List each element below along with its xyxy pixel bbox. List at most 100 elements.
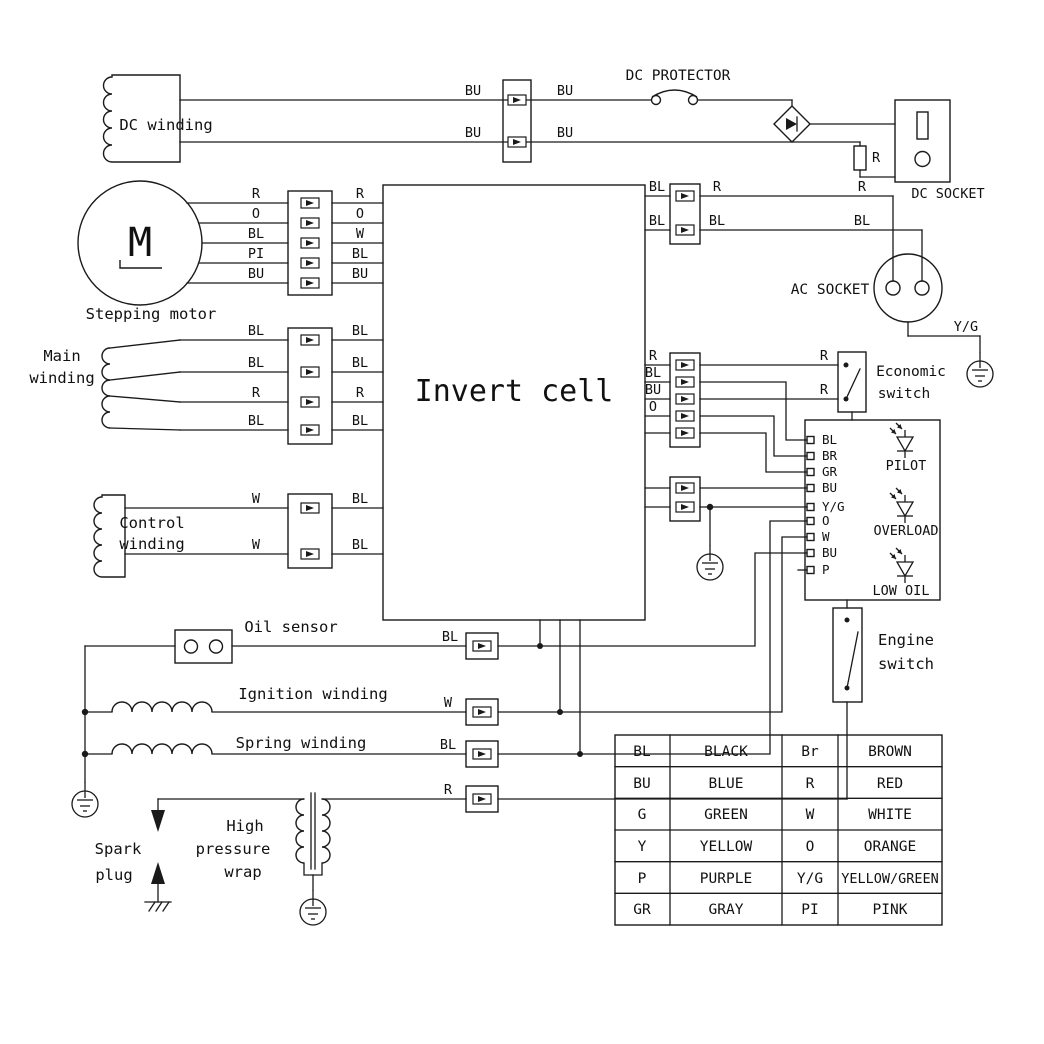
- wire-label: R: [356, 385, 365, 401]
- rectifier-diode: [773, 105, 811, 143]
- dc-protector-fuse: [650, 89, 699, 106]
- wire-label: W: [252, 491, 261, 507]
- overload-label: OVERLOAD: [873, 523, 938, 539]
- connector-ac: [669, 183, 701, 245]
- pilot-label: PILOT: [886, 458, 927, 474]
- wire-label: BL: [248, 323, 264, 339]
- connector-pin-icon: [675, 359, 695, 371]
- lowoil-label: LOW OIL: [873, 583, 930, 599]
- ground-icon: [71, 781, 99, 818]
- lowoil-led-icon: [889, 547, 914, 584]
- wire-label: W: [444, 695, 453, 711]
- legend-cell: W: [806, 807, 815, 823]
- stepping-motor-label: Stepping motor: [86, 305, 217, 323]
- economic-switch: [837, 351, 867, 421]
- connector-pin-icon: [675, 501, 695, 513]
- panel-terminal-label: W: [822, 529, 830, 544]
- connector-main: [287, 327, 333, 445]
- engine-switch: [832, 599, 863, 800]
- dc-socket: [894, 99, 951, 183]
- legend-cell: PI: [801, 902, 818, 918]
- legend-cell: BLACK: [704, 744, 748, 760]
- dc-winding-coil: [102, 74, 181, 163]
- wire-label: BU: [557, 83, 573, 99]
- panel-terminal-label: BU: [822, 545, 837, 560]
- panel-feed-wiring: [644, 364, 839, 571]
- hp-wrap-label: wrap: [224, 863, 261, 881]
- motor-symbol-label: M: [128, 220, 152, 266]
- spark-plug-label: plug: [95, 866, 132, 884]
- legend-cell: Br: [801, 744, 819, 760]
- spring-coil: [111, 743, 213, 755]
- connector-pin-icon: [675, 190, 695, 202]
- wire-label: BL: [649, 179, 665, 195]
- connector-pin-icon: [507, 136, 527, 148]
- economic-switch-label: Economic: [876, 364, 946, 380]
- hp-wrap-label: pressure: [196, 840, 271, 858]
- legend-cell: GREEN: [704, 807, 748, 823]
- ac-wiring: [644, 195, 981, 353]
- panel-terminal-label: GR: [822, 464, 838, 479]
- connector-spring: [465, 740, 499, 768]
- connector-pin-icon: [675, 427, 695, 439]
- connector-pin-icon: [300, 424, 320, 436]
- engine-switch-label: switch: [878, 655, 934, 673]
- legend-cell: PINK: [873, 902, 908, 918]
- connector-lower: [669, 476, 701, 522]
- legend-cell: WHITE: [868, 807, 912, 823]
- indicator-panel: [804, 419, 941, 601]
- control-wiring: [124, 507, 384, 555]
- connector-ignition: [465, 698, 499, 726]
- legend-cell: RED: [877, 776, 903, 792]
- connector-pin-icon: [675, 482, 695, 494]
- legend-cell: PURPLE: [700, 871, 752, 887]
- legend-cell: BL: [633, 744, 651, 760]
- wire-label: PI: [248, 246, 264, 262]
- panel-terminal-label: Y/G: [822, 499, 845, 514]
- wire-label: R: [252, 385, 261, 401]
- wire-label: BU: [465, 125, 481, 141]
- hp-wiring: [157, 798, 848, 811]
- spring-winding-label: Spring winding: [236, 734, 367, 752]
- wire-label: R: [649, 348, 658, 364]
- ground-icon: [696, 544, 724, 581]
- invert-cell-label: Invert cell: [415, 374, 614, 409]
- control-winding-label: winding: [119, 535, 184, 553]
- wire-label: W: [252, 537, 261, 553]
- legend-cell: BLUE: [709, 776, 744, 792]
- economic-switch-label: switch: [878, 386, 930, 402]
- connector-hp: [465, 785, 499, 813]
- wire-label: R: [820, 348, 829, 364]
- wire-label: BL: [352, 491, 368, 507]
- wire-label: BU: [557, 125, 573, 141]
- connector-pin-icon: [675, 393, 695, 405]
- dc-socket-label: DC SOCKET: [911, 186, 984, 202]
- ignition-coil: [111, 701, 213, 713]
- yg-ground-label: Y/G: [954, 319, 978, 335]
- connector-pin-icon: [472, 706, 492, 718]
- connector-pin-icon: [507, 94, 527, 106]
- connector-oil: [465, 632, 499, 660]
- connector-pin-icon: [300, 502, 320, 514]
- wire-label: BL: [645, 365, 661, 381]
- connector-dc: [502, 79, 532, 163]
- panel-terminal-label: BL: [822, 432, 837, 447]
- connector-pin-icon: [300, 197, 320, 209]
- bottom-wiring: [81, 520, 808, 783]
- overload-led-icon: [889, 487, 914, 524]
- connector-pin-icon: [300, 217, 320, 229]
- panel-terminal-label: BU: [822, 480, 837, 495]
- legend-cell: ORANGE: [864, 839, 916, 855]
- wire-label: R: [713, 179, 722, 195]
- wire-label: BU: [645, 382, 661, 398]
- pilot-led-icon: [889, 422, 914, 459]
- connector-motor: [287, 190, 333, 296]
- wire-label: BL: [709, 213, 725, 229]
- wire-label: BL: [248, 355, 264, 371]
- wire-label: R: [356, 186, 365, 202]
- wire-label: BL: [352, 355, 368, 371]
- main-winding-coil: [101, 339, 181, 431]
- wire-label: BL: [352, 323, 368, 339]
